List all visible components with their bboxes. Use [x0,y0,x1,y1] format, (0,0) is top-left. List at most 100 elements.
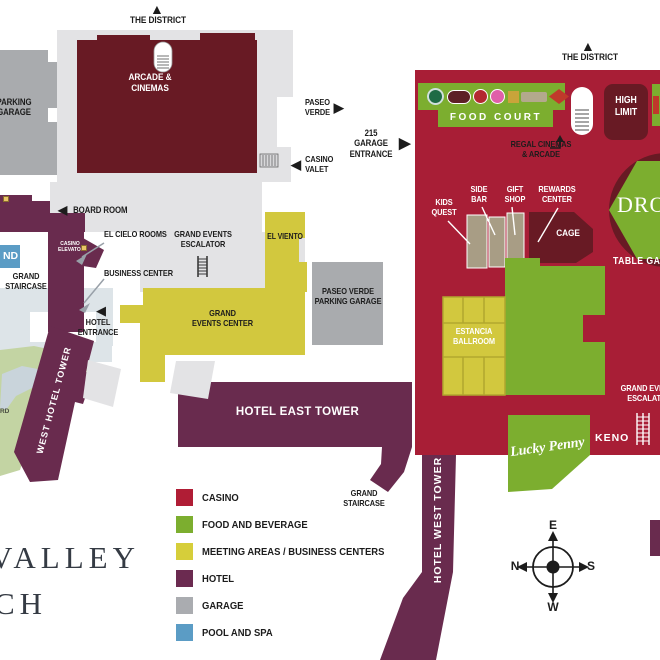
el-cielo-rooms-label: EL CIELO ROOMS [104,229,167,239]
events-escalator-label-left: GRAND EVENTS ESCALATOR [174,229,232,249]
west-parking-garage [0,50,57,175]
drop-bar-shape [609,161,660,259]
legend-item: POOL AND SPA [176,624,281,641]
starbucks-logo [427,88,444,105]
casino-elevator-label: CASINO ELEVATOR [58,241,85,253]
arrow-left-icon: ◀ [96,303,106,318]
legend-item: HOTEL [176,570,238,587]
table-games-label: TABLE GAMES [613,256,660,267]
food-court-logos [424,86,574,110]
shop-leader-lines [447,206,559,245]
compass-north: N [510,559,520,573]
central-restaurant-shape [505,258,605,395]
hotel-west-tower-shape [380,455,456,660]
hotel-west-tower-label: HOTEL WEST TOWER [431,456,444,584]
capriottis-logo [447,90,471,104]
high-limit-shape [604,84,648,140]
arrow-left-icon: ◀ [58,203,68,217]
grand-staircase-label-left: GRAND STAIRCASE [5,271,47,291]
drop-bar-label: DROP [617,192,660,217]
fatburger-logo [549,89,569,104]
legend-label: FOOD AND BEVERAGE [202,518,308,531]
regal-arrow-icon [550,135,564,149]
parking-garage-label: PARKING GARAGE [0,97,32,118]
paseo-verde-garage-shape [312,262,383,345]
legend-item: GARAGE [176,597,248,614]
arcade-cinemas-label: ARCADE & CINEMAS [128,72,172,94]
high-limit-label: HIGH LIMIT [614,95,638,118]
compass-south: S [587,559,595,573]
events-escalator-icon-right [636,413,650,445]
sign-logo [521,92,547,102]
paseo-verde-garage-label: PASEO VERDE PARKING GARAGE [314,286,382,306]
brand-logo-line1: VALLEY [0,540,140,575]
district-label-left: THE DISTRICT [130,15,186,26]
grand-events-center-label: GRAND EVENTS CENTER [192,308,253,328]
backyard-label: RD [0,408,10,415]
estancia-ballroom-shape [442,296,506,396]
legend-swatch-meeting [176,543,193,560]
legend-item: FOOD AND BEVERAGE [176,516,319,533]
hotel-entrance-label: HOTEL ENTRANCE [77,317,119,337]
legend-item: CASINO [176,489,243,506]
arcade-cinemas-block [77,33,257,173]
grand-events-center-shape [120,288,305,382]
right-edge-corridor [650,520,660,556]
events-escalator-icon-left [197,256,208,277]
arrow-right-icon: ▶ [399,135,411,153]
business-center-label: BUSINESS CENTER [104,268,173,278]
grand-staircase-shape [370,447,412,492]
district-label-right: THE DISTRICT [562,52,618,63]
legend-swatch-casino [176,489,193,506]
rewards-center-label: REWARDS CENTER [538,184,576,204]
stairs-icon [259,153,279,168]
legend-swatch-garage [176,597,193,614]
arrow-left-icon: ◀ [291,157,301,173]
hotel-east-tower-label: HOTEL EAST TOWER [235,406,360,418]
events-escalator-label-right: GRAND EVENTS ESCALATOR [620,383,660,403]
baskin-robbins-logo [490,89,505,104]
elevator-marker-icon [81,245,87,251]
compass-east: E [549,518,557,532]
paseo-verde-direction: PASEO VERDE ▶ [304,97,344,117]
legend-swatch-hotel [176,570,193,587]
cage-shape [529,212,593,263]
legend-label: GARAGE [202,599,244,612]
legend-label: HOTEL [202,572,235,585]
legend-swatch-pool [176,624,193,641]
estancia-ballroom-label: ESTANCIA BALLROOM [452,326,496,346]
food-court-label: FOOD COURT [449,112,543,123]
legend-label: POOL AND SPA [202,626,273,639]
west-hotel-tower-shape [14,326,94,482]
pool-sign: ND [0,245,20,268]
grand-staircase-label-center: GRAND STAIRCASE [343,488,385,508]
compass-rose [517,531,589,603]
gray-footprint-1 [83,360,121,407]
retail-shops-shapes [466,212,525,269]
gray-footprint-2 [170,361,215,399]
regal-cinemas-label: REGAL CINEMAS & ARCADE [510,139,572,159]
hotel-east-tower-shape [178,382,412,447]
arrow-up-icon: ▲ [581,38,595,54]
meeting-areas-left [120,212,307,382]
arrow-up-icon: ▲ [150,1,164,17]
regal-escalator-icon [571,87,593,135]
garage-215-direction: 215 GARAGE ENTRANCE ▶ [349,128,411,159]
arrow-right-icon: ▶ [333,100,344,116]
legend-label: CASINO [202,491,239,504]
escalator-icon [153,41,173,73]
brand-logo-line2: CH [0,586,48,621]
cage-label: CAGE [556,228,580,239]
lucky-penny-shape [508,415,590,492]
legend-item: MEETING AREAS / BUSINESS CENTERS [176,543,405,560]
elevator-marker-icon [3,196,9,202]
west-hotel-areas [0,195,104,482]
gift-shop-label: GIFT SHOP [504,184,526,204]
gold-logo [508,91,519,103]
board-room-direction: ◀ BOARD ROOM [58,203,128,217]
label-leader-arrows [76,242,105,313]
compass-west: W [547,600,559,614]
side-bar-label: SIDE BAR [470,184,488,204]
